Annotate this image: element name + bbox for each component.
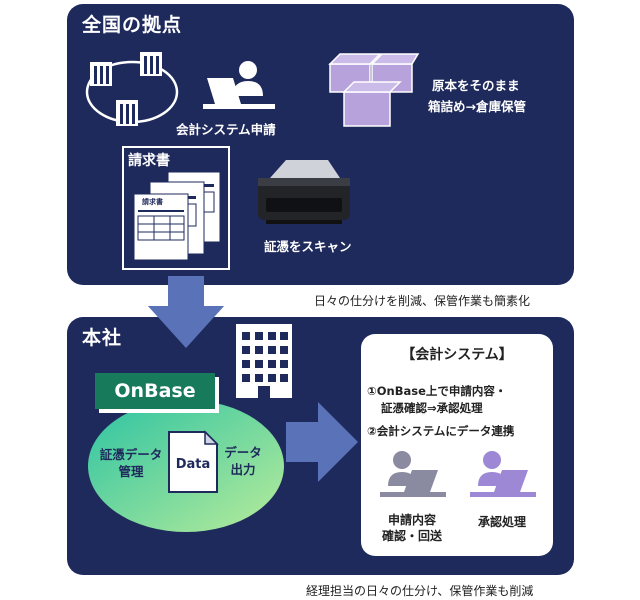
- branch-title: 全国の拠点: [82, 14, 183, 36]
- accounting-step1-line2: 証憑確認⇒承認処理: [381, 401, 483, 415]
- accounting-system-title: 【会計システム】: [401, 347, 513, 363]
- output-label-line1: データ: [224, 445, 262, 460]
- manage-label-line1: 証憑データ: [99, 447, 163, 462]
- building-icon: [90, 62, 112, 86]
- reviewer-label-line2: 確認・回送: [381, 529, 442, 543]
- document-icon: [133, 193, 189, 261]
- accounting-system-card: [361, 334, 553, 556]
- invoice-documents-icon: [133, 171, 221, 261]
- reviewer-label-line1: 申請内容: [387, 513, 436, 527]
- manage-label-line2: 管理: [118, 464, 144, 479]
- data-icon-label: Data: [175, 457, 211, 472]
- scan-label: 証憑をスキャン: [264, 239, 352, 254]
- hq-building-icon: [236, 324, 292, 398]
- box-icon: [342, 81, 402, 127]
- down-arrow-tip: [148, 306, 224, 348]
- invoice-frame: [122, 146, 230, 270]
- right-arrow-icon: [286, 402, 358, 482]
- storage-boxes-icon: [328, 53, 420, 127]
- accounting-request-label: 会計システム申請: [176, 122, 276, 137]
- person-reviewer-icon: [380, 451, 446, 497]
- onbase-label: OnBase: [114, 380, 196, 402]
- person-approver-icon: [470, 451, 536, 497]
- data-document-icon: [168, 430, 219, 493]
- hq-note: 経理担当の日々の仕分け、保管作業も削減: [306, 584, 534, 598]
- building-icon: [116, 100, 138, 126]
- hq-title: 本社: [82, 327, 123, 349]
- branch-offices-icon: [85, 52, 179, 126]
- onbase-badge: OnBase: [95, 373, 215, 409]
- scanner-icon: [258, 160, 350, 224]
- output-label-line2: 出力: [230, 462, 256, 477]
- storage-label-line1: 原本をそのまま: [432, 78, 520, 93]
- reviewer-label: 申請内容 確認・回送: [372, 512, 452, 544]
- accounting-step1: ①OnBase上で申請内容・ 証憑確認⇒承認処理: [367, 383, 506, 417]
- accounting-step2: ②会計システムにデータ連携: [367, 424, 515, 438]
- approver-label: 承認処理: [477, 515, 526, 529]
- invoice-title: 請求書: [128, 153, 170, 169]
- accounting-step1-line1: ①OnBase上で申請内容・: [367, 384, 507, 398]
- branch-note: 日々の仕分けを削減、保管作業も簡素化: [314, 294, 531, 308]
- invoice-doc-title: 請求書: [142, 198, 163, 206]
- output-label: データ 出力: [218, 444, 268, 478]
- manage-label: 証憑データ 管理: [92, 446, 170, 480]
- storage-label-line2: 箱詰め→倉庫保管: [428, 99, 526, 114]
- building-icon: [140, 52, 162, 76]
- person-computer-icon: [203, 61, 275, 109]
